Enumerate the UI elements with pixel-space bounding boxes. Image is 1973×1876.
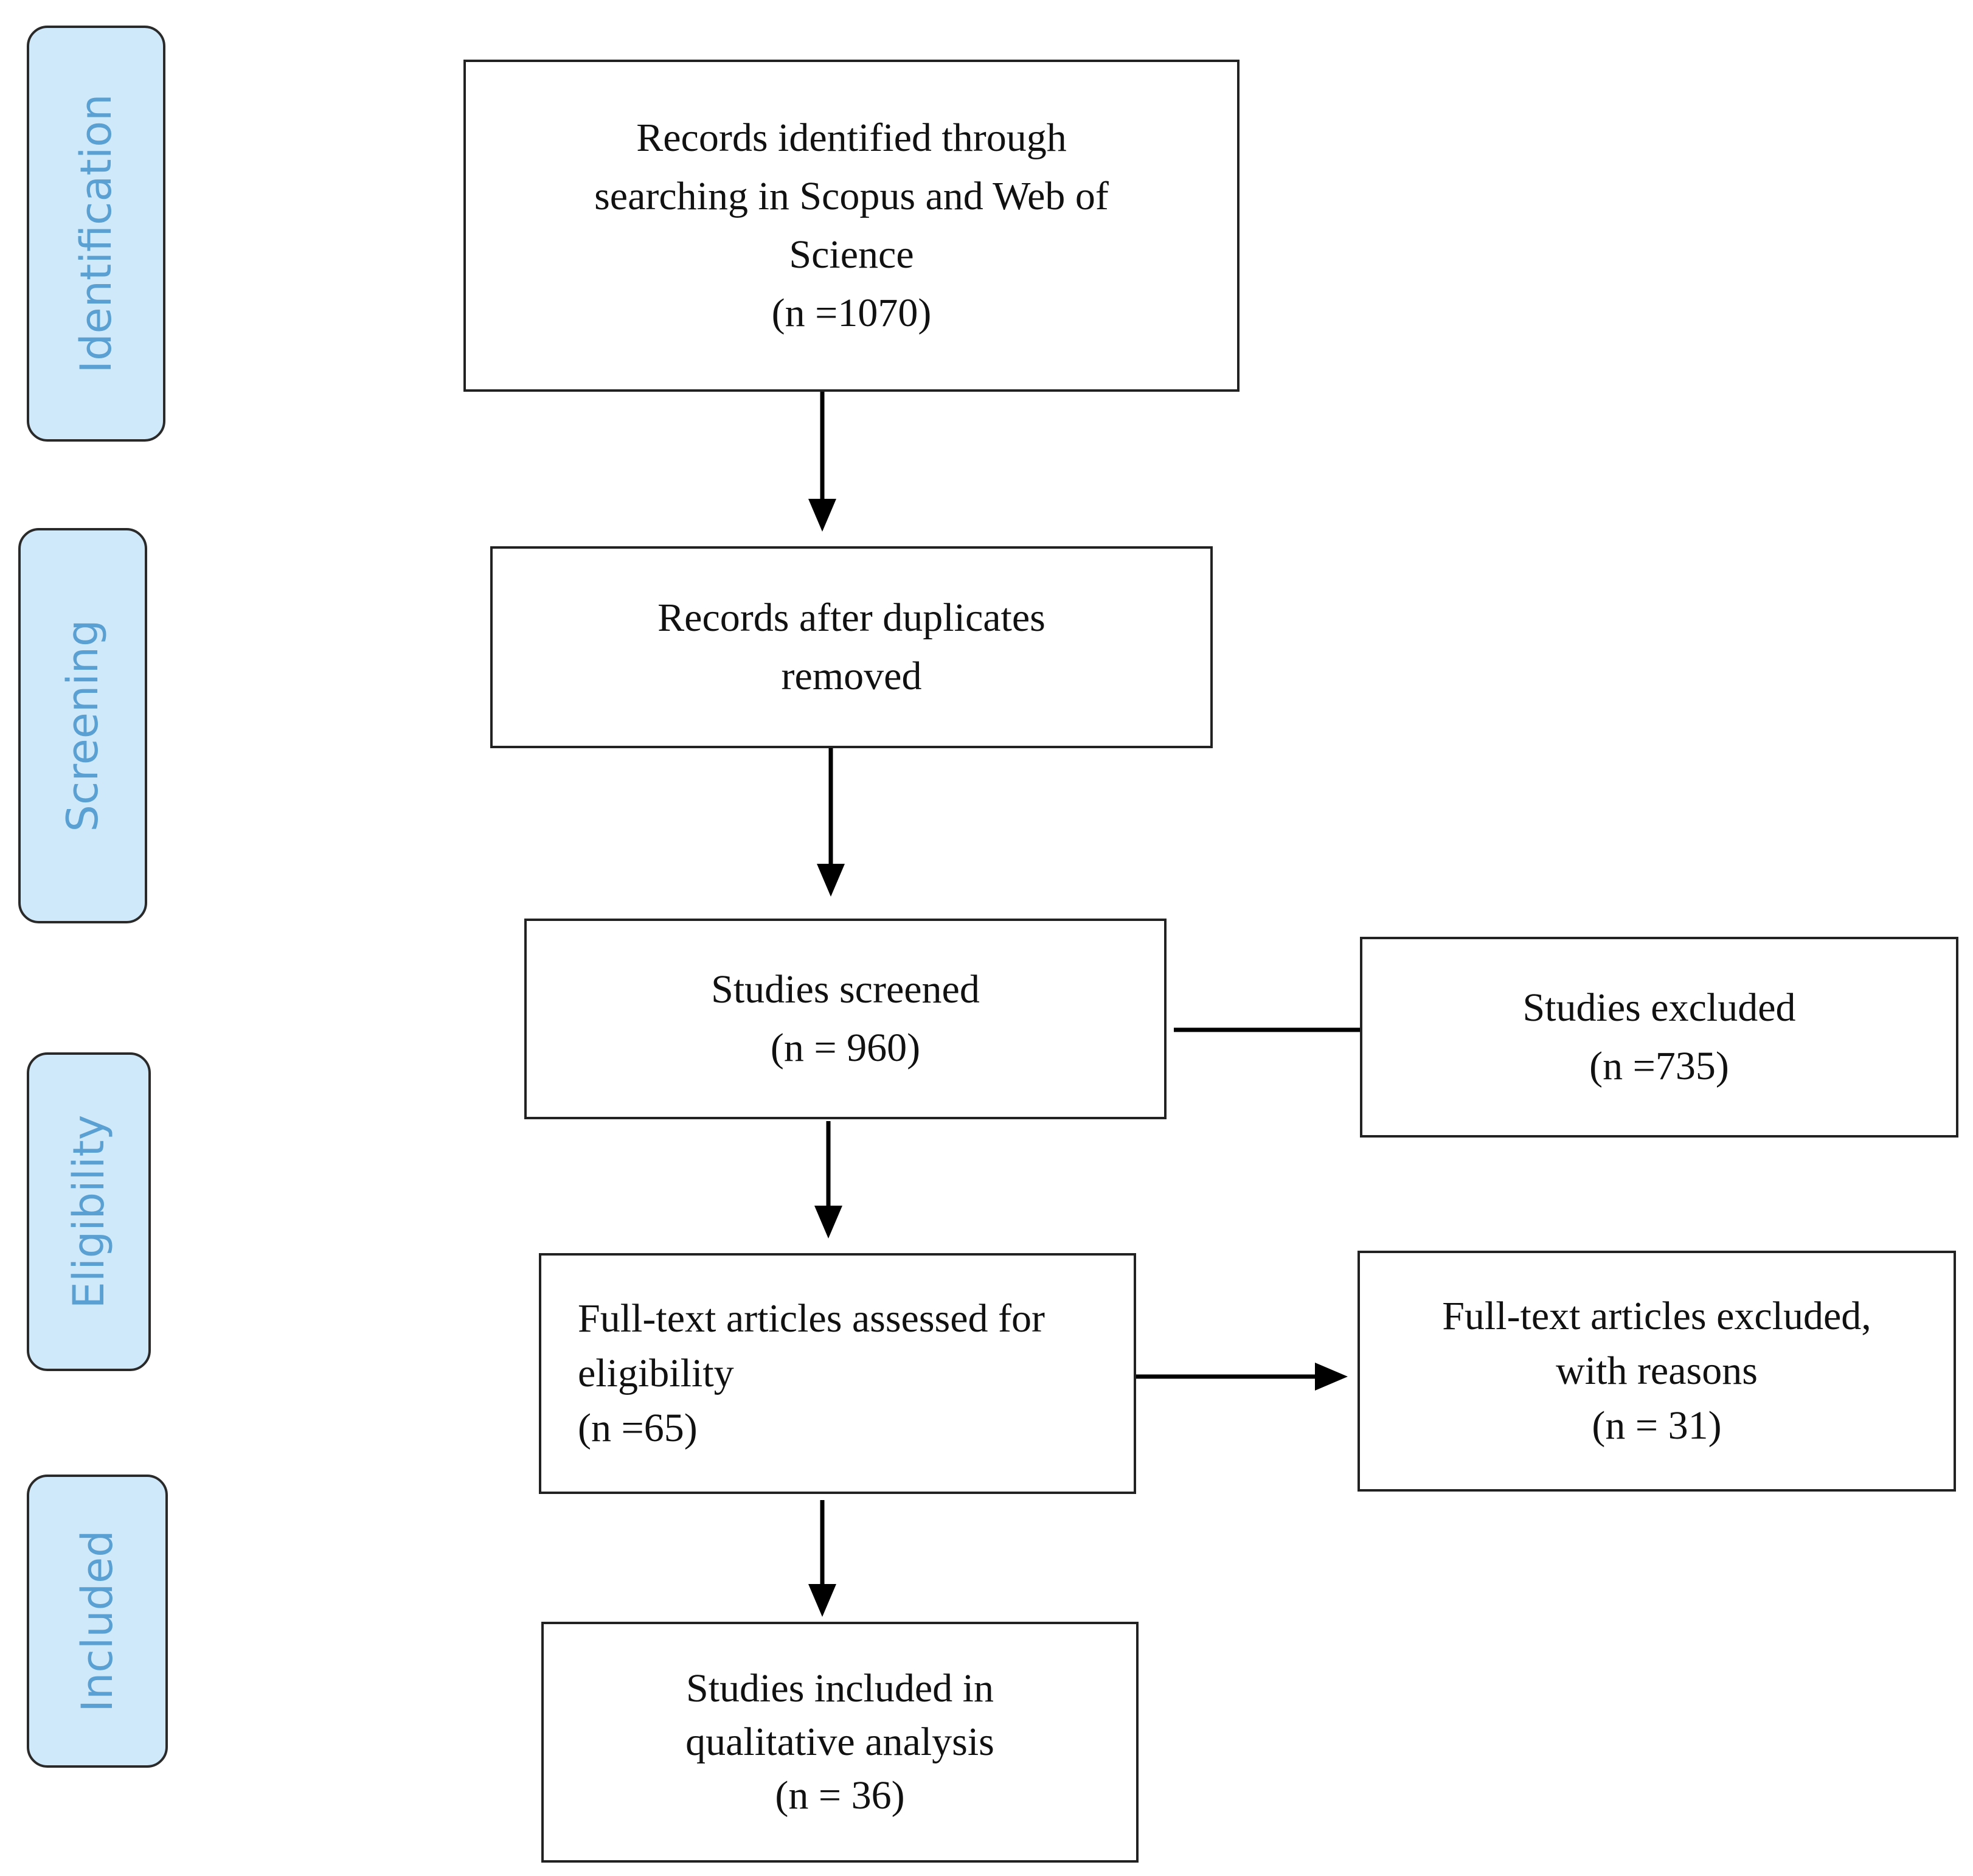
box-studies-screened: Studies screened (n = 960) [524, 919, 1167, 1119]
stage-identification: Identification [27, 26, 165, 442]
box-fulltext-excluded-count: (n = 31) [1592, 1403, 1722, 1448]
box-studies-screened-line-1: Studies screened [711, 967, 980, 1012]
box-studies-included-count: (n = 36) [775, 1773, 905, 1818]
stage-included: Included [27, 1475, 168, 1768]
box-fulltext-assessed-line-2: eligibility [578, 1351, 734, 1395]
box-studies-excluded-count: (n =735) [1589, 1044, 1729, 1088]
stage-identification-label: Identification [71, 94, 121, 373]
arrowhead-identified-to-deduplicated [808, 499, 836, 532]
box-records-identified-line-2: searching in Scopus and Web of [594, 174, 1109, 218]
arrowhead-screened-to-fulltext [814, 1206, 842, 1239]
box-records-deduplicated-line-1: Records after duplicates [657, 596, 1045, 640]
box-fulltext-assessed-count: (n =65) [578, 1406, 698, 1450]
box-fulltext-assessed: Full-text articles assessed for eligibil… [539, 1253, 1136, 1494]
stage-eligibility-label: Eligibility [64, 1114, 114, 1309]
arrowhead-fulltext-to-included [808, 1584, 836, 1617]
stage-screening-label: Screening [58, 619, 108, 832]
box-fulltext-assessed-line-1: Full-text articles assessed for [578, 1296, 1045, 1341]
box-records-deduplicated: Records after duplicates removed [490, 546, 1213, 748]
arrowhead-fulltext-to-excluded [1315, 1363, 1348, 1391]
box-studies-excluded: Studies excluded (n =735) [1360, 937, 1958, 1138]
box-records-identified: Records identified through searching in … [463, 60, 1240, 392]
box-fulltext-excluded: Full-text articles excluded, with reason… [1358, 1251, 1956, 1492]
box-records-identified-line-1: Records identified through [636, 116, 1067, 160]
box-records-identified-line-3: Science [789, 232, 914, 277]
box-studies-included-line-2: qualitative analysis [685, 1720, 994, 1764]
box-fulltext-excluded-line-1: Full-text articles excluded, [1442, 1294, 1871, 1338]
stage-eligibility: Eligibility [27, 1052, 151, 1371]
box-fulltext-excluded-line-2: with reasons [1556, 1349, 1758, 1393]
box-records-identified-count: (n =1070) [771, 291, 932, 335]
box-studies-included-line-1: Studies included in [686, 1666, 994, 1711]
box-studies-screened-count: (n = 960) [770, 1026, 921, 1070]
arrowhead-deduplicated-to-screened [817, 864, 845, 897]
box-studies-excluded-line-1: Studies excluded [1522, 985, 1796, 1030]
box-studies-included: Studies included in qualitative analysis… [541, 1622, 1139, 1863]
box-records-deduplicated-line-2: removed [781, 654, 922, 698]
stage-included-label: Included [72, 1530, 122, 1712]
stage-screening: Screening [18, 528, 147, 923]
